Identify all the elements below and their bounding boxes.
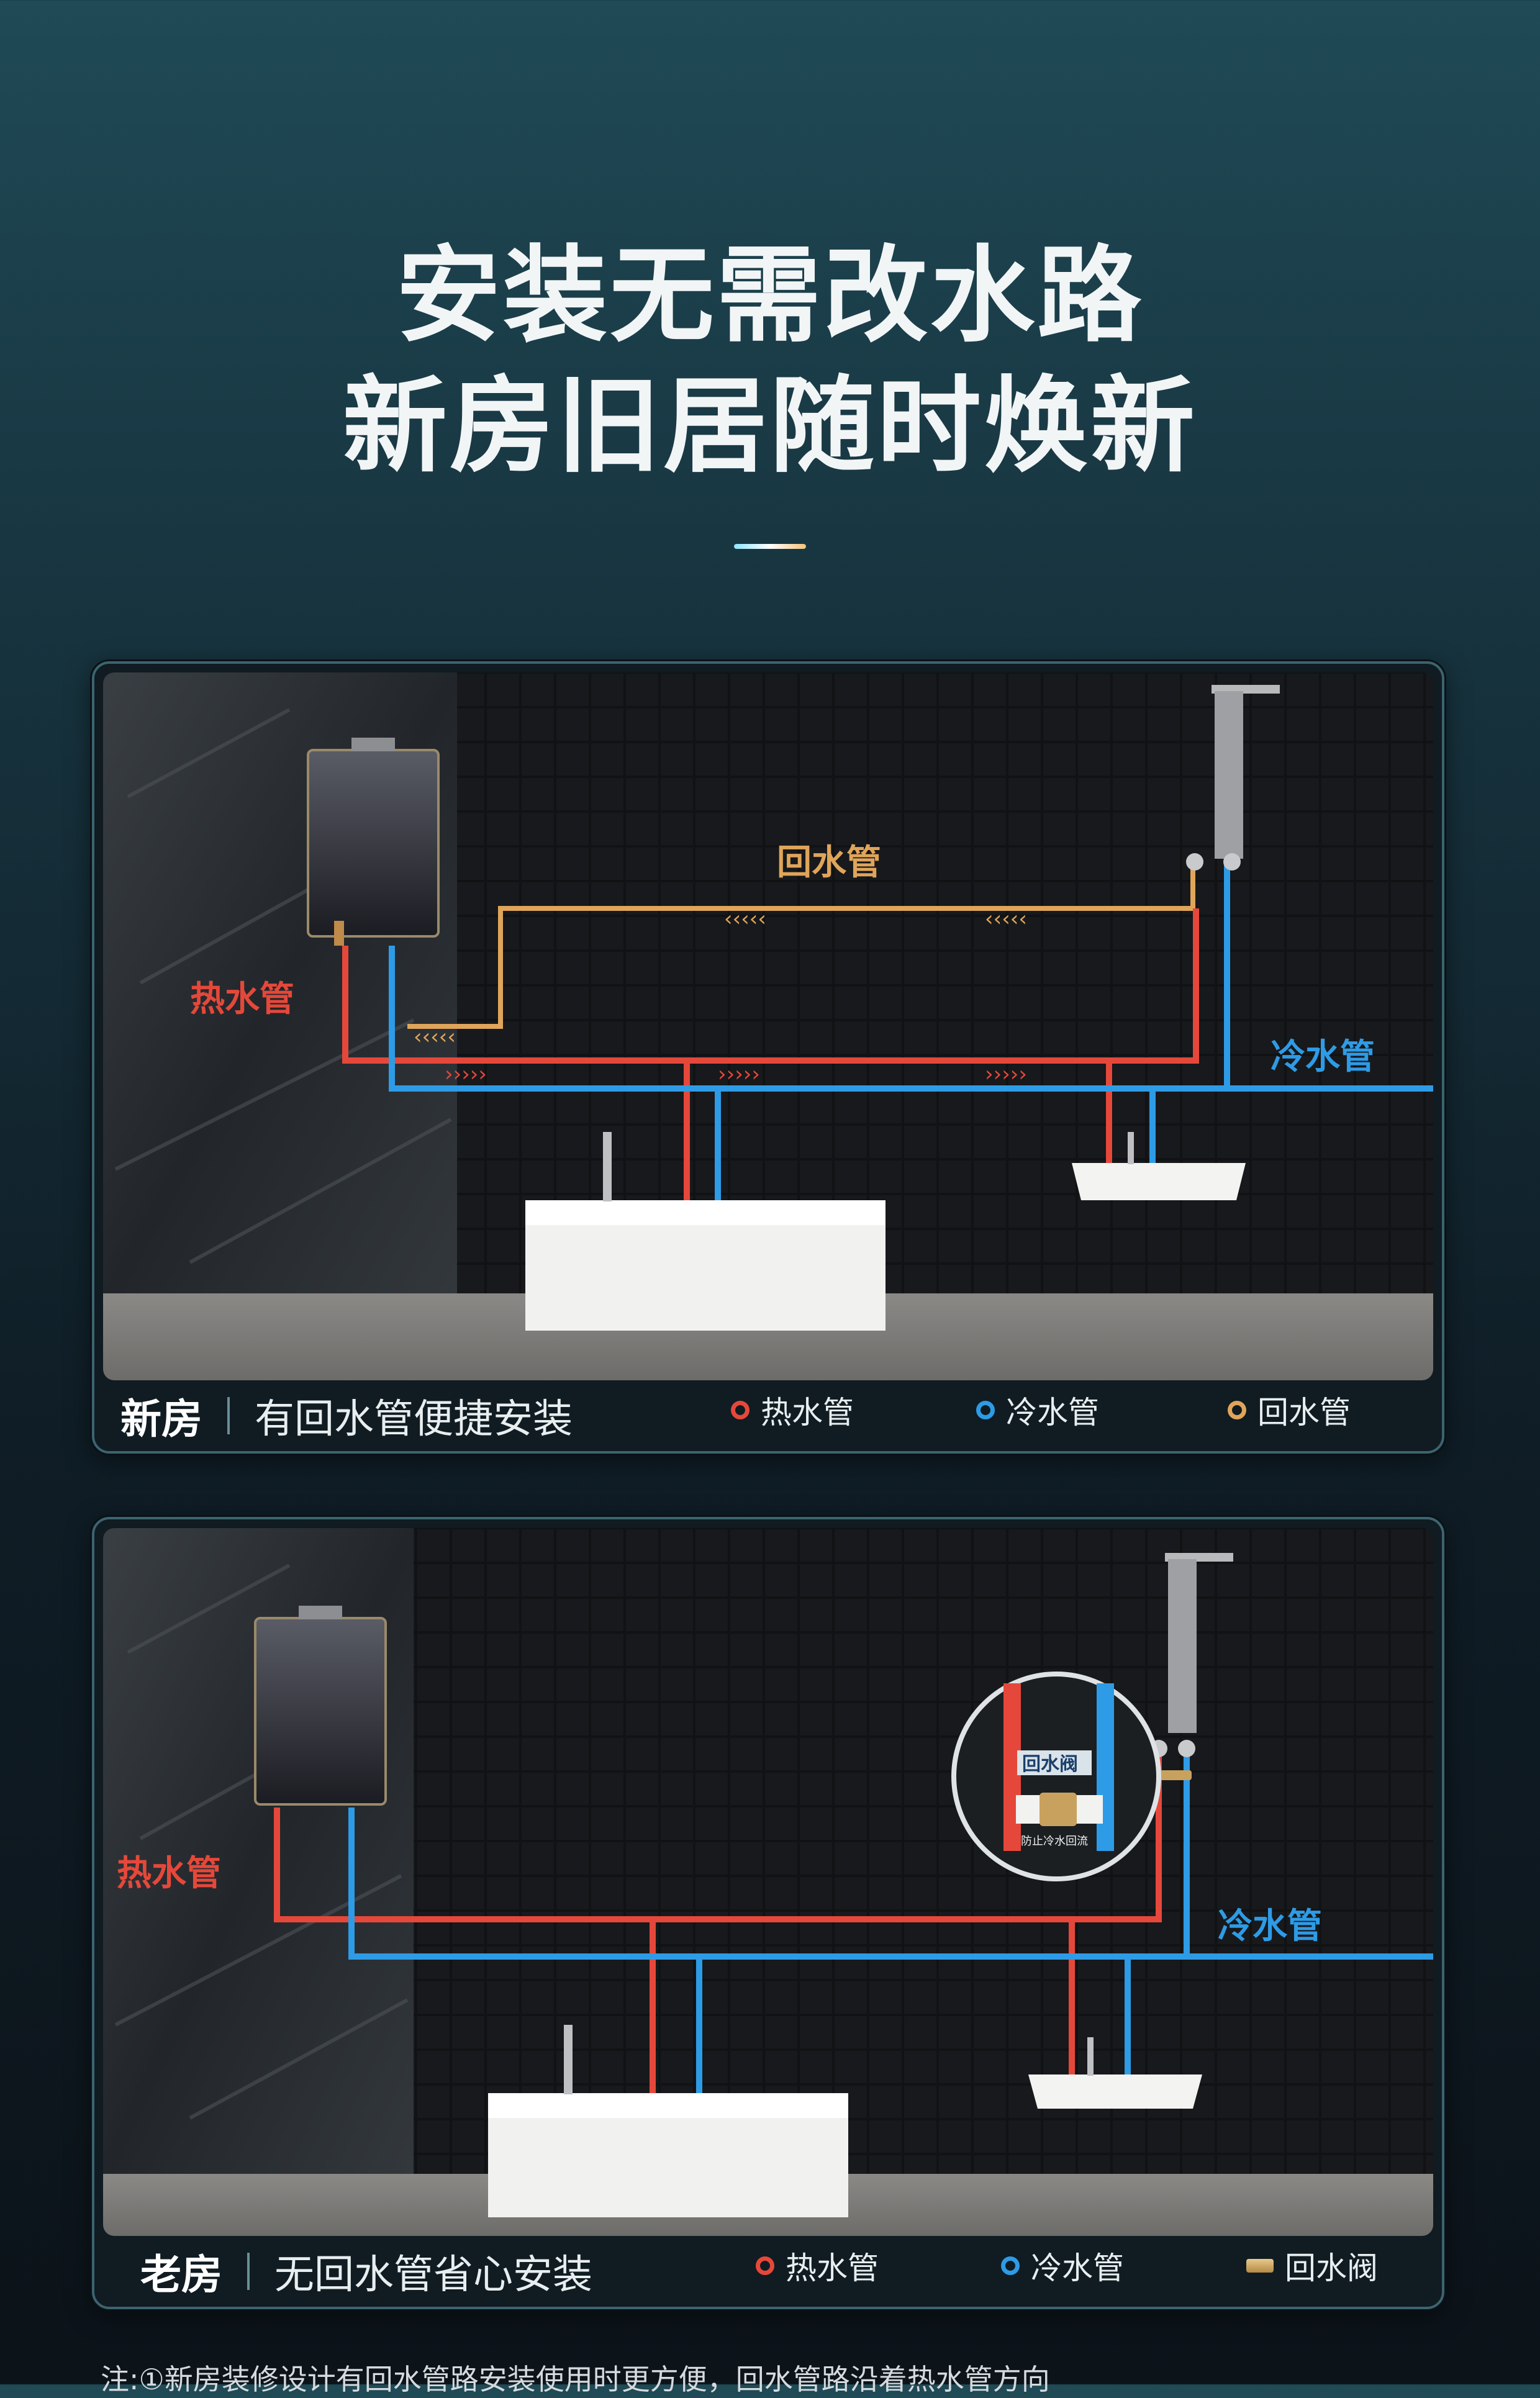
legend-label: 热水管 (761, 1395, 854, 1431)
hot-pipe-label: 热水管 (190, 979, 294, 1020)
flow-arrow-icon: ‹‹‹‹‹ (985, 907, 1027, 931)
legend-label: 冷水管 (1031, 2250, 1124, 2286)
legend-return: 回水管 (1228, 1388, 1351, 1432)
hot-circle-icon (731, 1401, 750, 1419)
flow-arrow-icon: ››››› (985, 1062, 1027, 1087)
headline-line1: 安装无需改水路 (396, 235, 1144, 356)
valve-zoom-caption: 防止冷水回流 (1021, 1835, 1088, 1848)
cold-pipe-label: 冷水管 (1218, 1906, 1322, 1947)
legend-label: 回水管 (1257, 1395, 1351, 1431)
legend-valve: 回水阀 (1246, 2243, 1378, 2288)
legend-hot: 热水管 (731, 1388, 854, 1432)
bathtub-icon (488, 2025, 848, 2217)
valve-icon (1246, 2259, 1274, 2273)
shower-icon (1150, 1553, 1233, 1780)
legend-cold: 冷水管 (976, 1388, 1099, 1432)
card-subtitle: 无回水管省心安装 (274, 2252, 592, 2298)
new-house-caption: 新房 有回水管便捷安装 (103, 1380, 1433, 1451)
new-house-scene: ‹‹‹‹‹ ‹‹‹‹‹ ‹‹‹‹‹ ››››› ››››› ››››› (103, 672, 1433, 1380)
old-house-card: 回水阀 防止冷水回流 热水管 冷水管 老房 无回水管省心安装 热水管 (92, 1517, 1444, 2309)
sink-icon (1072, 1132, 1246, 1200)
legend-label: 回水阀 (1285, 2250, 1378, 2286)
old-house-illustration: 回水阀 防止冷水回流 热水管 冷水管 (103, 1528, 1433, 2236)
flow-arrow-icon: ››››› (718, 1062, 760, 1087)
bathtub-icon (525, 1132, 886, 1331)
card-title: 新房 (120, 1395, 202, 1443)
water-heater-icon (254, 1606, 387, 1806)
old-house-caption: 老房 无回水管省心安装 (103, 2236, 1433, 2307)
hot-pipe-label: 热水管 (117, 1853, 221, 1894)
legend-cold: 冷水管 (1001, 2243, 1124, 2288)
cold-pipe-label: 冷水管 (1270, 1037, 1375, 1077)
flow-arrow-icon: ‹‹‹‹‹ (724, 907, 766, 931)
caption-divider (227, 1397, 230, 1434)
cold-circle-icon (1001, 2256, 1020, 2275)
hot-circle-icon (756, 2256, 774, 2275)
valve-zoom-label: 回水阀 (1022, 1753, 1078, 1775)
footnote: 注:①新房装修设计有回水管路安装使用时更方便，回水管路沿着热水管方向 (101, 2363, 1050, 2396)
water-heater-icon (307, 738, 440, 946)
sink-icon (1028, 2037, 1202, 2109)
old-house-scene: 回水阀 防止冷水回流 热水管 冷水管 (103, 1528, 1433, 2236)
legend-label: 热水管 (786, 2250, 879, 2286)
caption-divider (247, 2253, 250, 2290)
headline-divider (734, 544, 806, 549)
legend-hot: 热水管 (756, 2243, 879, 2288)
return-circle-icon (1228, 1401, 1246, 1419)
new-house-illustration: ‹‹‹‹‹ ‹‹‹‹‹ ‹‹‹‹‹ ››››› ››››› ››››› (103, 672, 1433, 1380)
return-valve-zoom-icon: 回水阀 防止冷水回流 (951, 1672, 1161, 1881)
legend-label: 冷水管 (1006, 1395, 1099, 1431)
card-title: 老房 (140, 2251, 222, 2299)
cold-circle-icon (976, 1401, 995, 1419)
flow-arrow-icon: ‹‹‹‹‹ (414, 1025, 456, 1049)
shower-icon (1186, 685, 1280, 871)
flow-arrow-icon: ››››› (445, 1062, 487, 1087)
headline-line2: 新房旧居随时焕新 (343, 365, 1197, 487)
new-house-card: ‹‹‹‹‹ ‹‹‹‹‹ ‹‹‹‹‹ ››››› ››››› ››››› (92, 661, 1444, 1454)
return-pipe-label: 回水管 (777, 843, 881, 883)
card-subtitle: 有回水管便捷安装 (255, 1396, 573, 1442)
